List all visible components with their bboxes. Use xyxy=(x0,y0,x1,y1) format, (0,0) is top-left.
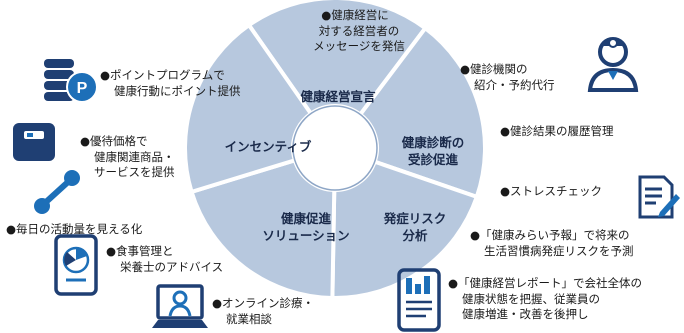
note-rireki: ●健診結果の履歴管理 xyxy=(500,124,614,140)
note-katsudo: ●毎日の活動量を見える化 xyxy=(6,222,142,238)
phone-report-icon xyxy=(397,268,441,332)
note-line: ●「健康経営レポート」で会社全体の xyxy=(448,276,643,290)
checklist-document-icon xyxy=(638,175,680,219)
note-line: ●ストレスチェック xyxy=(500,184,603,198)
note-line: ●優待価格で xyxy=(80,134,148,148)
note-line: 健康行動にポイント提供 xyxy=(114,83,241,98)
segment-line: 発症リスク xyxy=(383,211,447,226)
note-line: 対する経営者の xyxy=(318,23,400,38)
segment-line: ソリューション xyxy=(262,228,350,243)
segment-label-incentive: インセンティブ xyxy=(218,138,318,155)
note-line: ●健診機関の xyxy=(460,62,528,76)
note-line: 健康状態を把握、従業員の xyxy=(462,291,600,306)
note-report: ●「健康経営レポート」で会社全体の 健康状態を把握、従業員の 健康増進・改善を後… xyxy=(448,276,642,323)
note-line: メッセージを発信 xyxy=(313,39,405,53)
note-line: 生活習慣病発症リスクを予測 xyxy=(484,243,634,258)
note-line: ●毎日の活動量を見える化 xyxy=(6,222,143,236)
note-line: ●健康経営に xyxy=(321,8,389,22)
note-line: 栄養士のアドバイス xyxy=(120,259,224,274)
note-yoho: ●「健康みらい予報」で将来の 生活習慣病発症リスクを予測 xyxy=(470,228,634,259)
segment-line: 健康促進 xyxy=(280,211,331,226)
note-yutai: ●優待価格で 健康関連商品・ サービスを提供 xyxy=(80,134,175,181)
note-point: ●ポイントプログラムで 健康行動にポイント提供 xyxy=(100,68,241,99)
note-line: ●健診結果の履歴管理 xyxy=(500,124,614,138)
note-line: サービスを提供 xyxy=(94,165,175,179)
center-circle xyxy=(292,105,378,191)
svg-text:P: P xyxy=(77,80,88,97)
note-line: ●ポイントプログラムで xyxy=(100,68,225,82)
note-line: 紹介・予約代行 xyxy=(474,77,555,92)
note-line: ●「健康みらい予報」で将来の xyxy=(470,228,630,242)
scale-icon xyxy=(13,123,55,161)
note-online: ●オンライン診療・ 就業相談 xyxy=(212,296,314,327)
segment-label-hassho: 発症リスク 分析 xyxy=(370,210,460,244)
dumbbell-icon xyxy=(34,170,80,214)
note-line: 健康関連商品・ xyxy=(94,149,175,164)
doctor-icon xyxy=(587,37,639,92)
note-line: 就業相談 xyxy=(226,311,272,326)
note-line: ●食事管理と xyxy=(106,244,174,258)
segment-label-solution: 健康促進 ソリューション xyxy=(250,210,362,244)
segment-line: インセンティブ xyxy=(224,139,312,154)
segment-line: 健康経営宣言 xyxy=(300,89,376,104)
note-line: ●オンライン診療・ xyxy=(212,296,315,310)
note-line: 健康増進・改善を後押し xyxy=(462,307,589,321)
segment-label-kenshin: 健康診断の 受診促進 xyxy=(388,134,478,168)
coins-icon: P xyxy=(44,59,98,103)
segment-line: 分析 xyxy=(402,228,428,243)
segment-label-kenko-keiei: 健康経営宣言 xyxy=(288,88,388,105)
segment-line: 受診促進 xyxy=(407,152,458,167)
ring-segments xyxy=(183,0,487,301)
note-message: ●健康経営に 対する経営者の メッセージを発信 xyxy=(296,8,414,55)
note-shokuji: ●食事管理と 栄養士のアドバイス xyxy=(106,244,223,275)
segment-line: 健康診断の xyxy=(401,135,465,150)
note-kikan: ●健診機関の 紹介・予約代行 xyxy=(460,62,555,93)
tablet-food-icon xyxy=(54,234,98,296)
online-consult-icon xyxy=(152,284,208,328)
note-stress: ●ストレスチェック xyxy=(500,184,602,200)
